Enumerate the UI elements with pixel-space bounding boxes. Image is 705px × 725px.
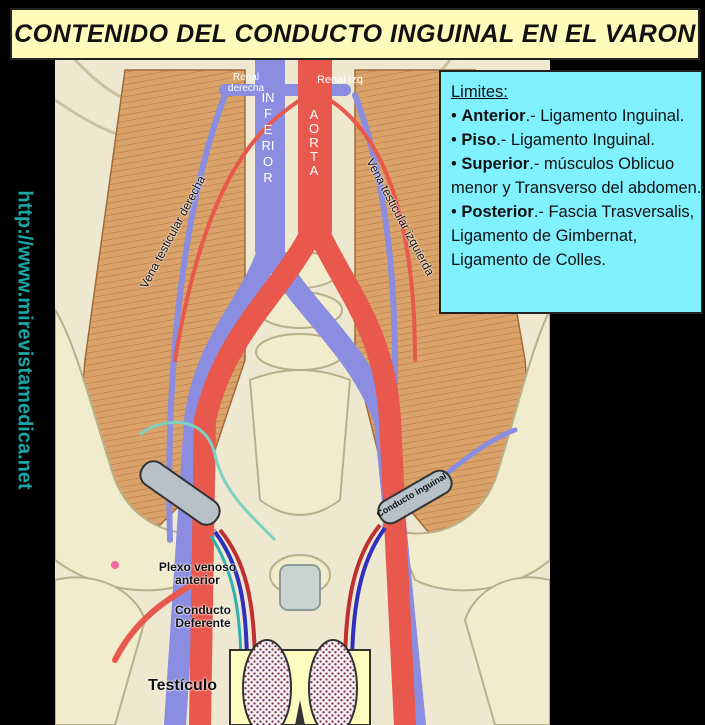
left-testicle [242,639,292,725]
label-conducto-deferente: Conducto Deferente [175,603,231,630]
limit-text-superior-a: .- músculos Oblicuo [529,155,675,173]
limit-superior: • Superior.- músculos Oblicuo [451,155,675,173]
scrotal-raphe [295,700,305,725]
page-title: CONTENIDO DEL CONDUCTO INGUINAL EN EL VA… [14,19,696,48]
side-url-container: http://www.mirevistamedica.net [6,140,42,540]
pubic-symphysis [279,564,321,611]
label-renal-derecha: Renal derecha [227,72,265,94]
label-aorta: A O R T A [308,107,320,178]
limit-superior-cont: menor y Transverso del abdomen. [451,179,702,197]
limit-posterior-cont1: Ligamento de Gimbernat, [451,227,638,245]
limits-box: Limites: • Anterior.- Ligamento Inguinal… [439,70,703,314]
label-testiculo: Testículo [148,677,218,694]
marker-dot [111,561,119,569]
limit-posterior-cont2: Ligamento de Colles. [451,251,607,269]
limit-term-superior: Superior [461,155,530,173]
label-renal-izq: Renal izq [317,74,363,86]
arterial-system [112,60,417,725]
limit-posterior: • Posterior.- Fascia Trasversalis, [451,203,695,221]
right-testicle [308,639,358,725]
limit-text-anterior: .- Ligamento Inguinal. [525,107,685,125]
limit-term-anterior: Anterior [461,107,526,125]
left-femur [55,576,147,725]
limit-term-posterior: Posterior [461,203,534,221]
title-bar: CONTENIDO DEL CONDUCTO INGUINAL EN EL VA… [10,8,700,60]
label-plexo-venoso: Plexo venoso anterior [158,560,237,587]
website-url[interactable]: http://www.mirevistamedica.net [13,190,36,490]
limit-anterior: • Anterior.- Ligamento Inguinal. [451,107,685,125]
limit-text-posterior-a: .- Fascia Trasversalis, [533,203,695,221]
right-femur [463,576,550,725]
limit-text-piso: .- Ligamento Inguinal. [496,131,655,149]
limit-piso: • Piso.- Ligamento Inguinal. [451,131,655,149]
limit-term-piso: Piso [461,131,497,149]
limits-heading: Limites: [451,83,508,101]
label-cava-inferior: INFERIOR [261,90,275,185]
